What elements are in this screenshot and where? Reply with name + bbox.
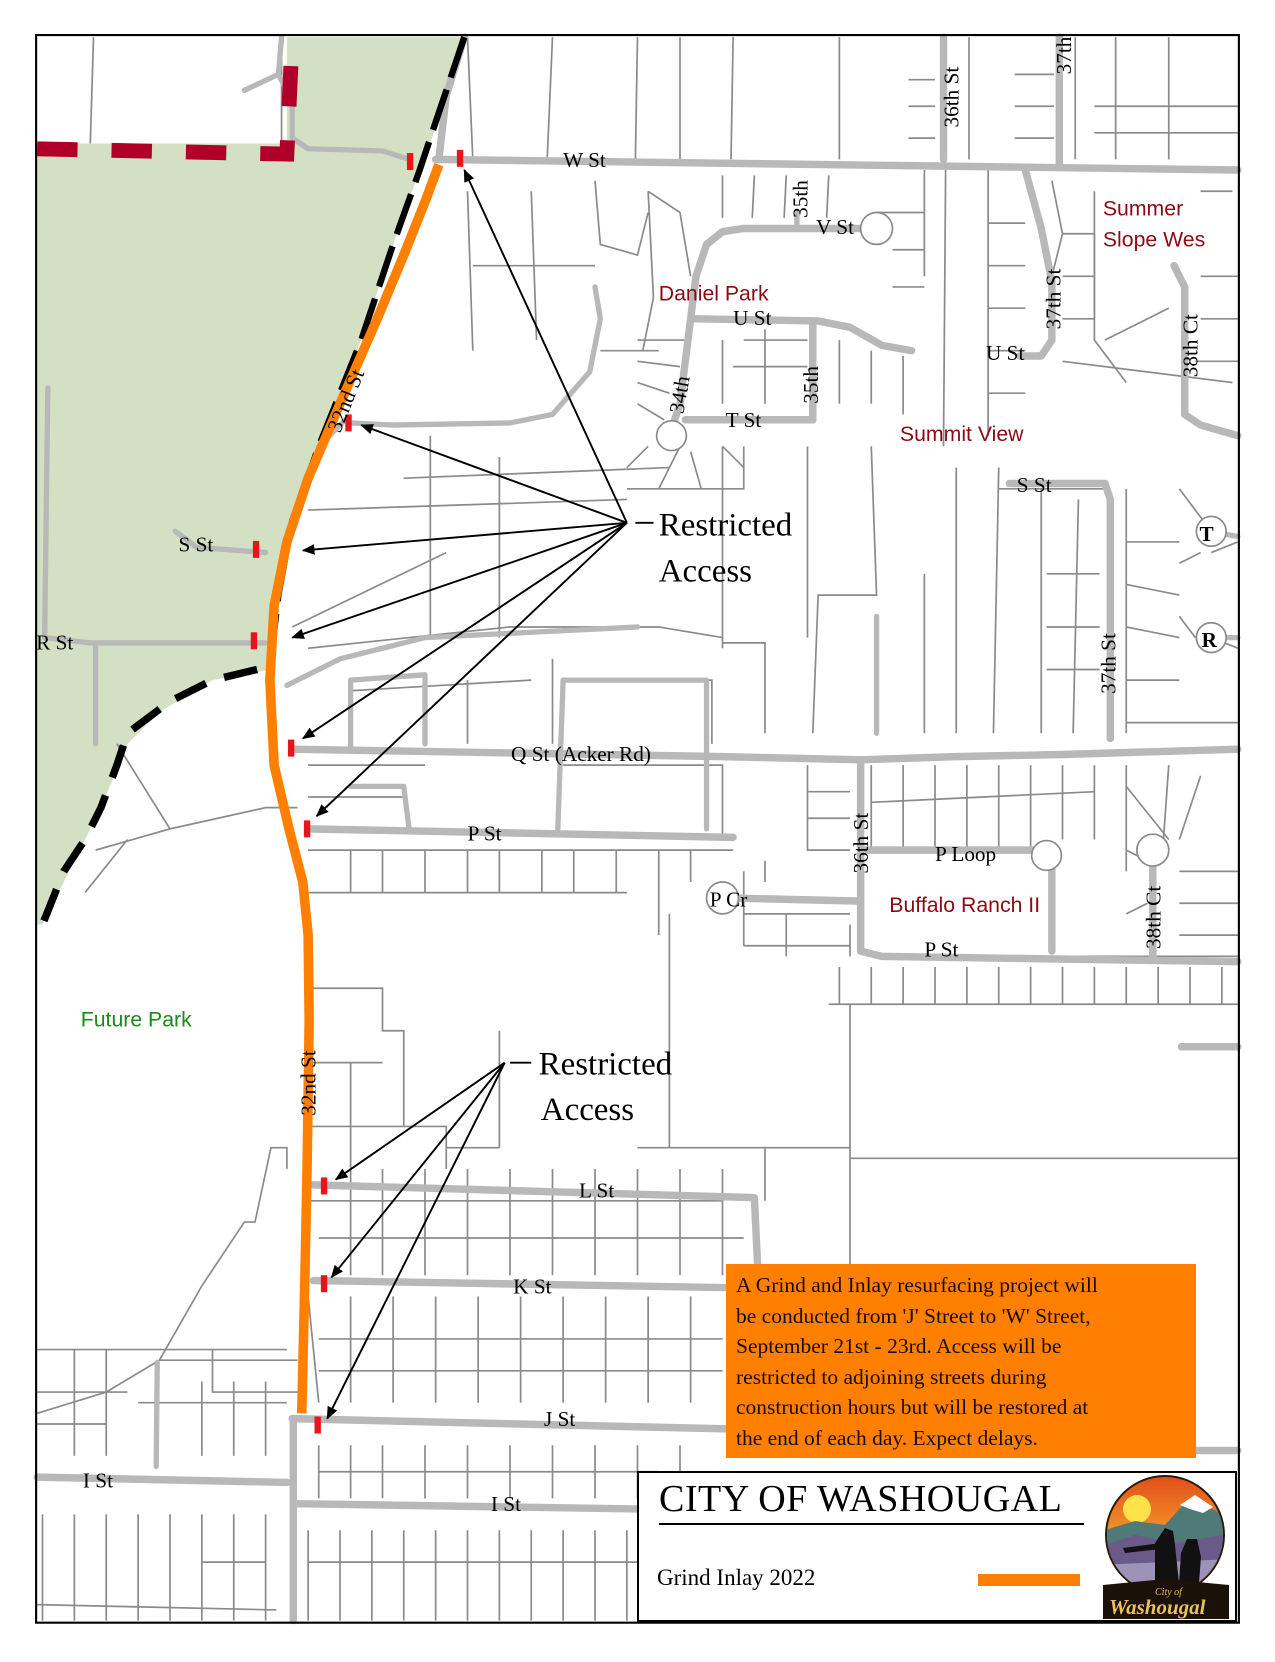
area-label-summer-slope-2: Slope Wes <box>1103 228 1205 252</box>
street-label-t-st: T St <box>726 408 762 432</box>
callout-south-line2: Access <box>541 1092 634 1128</box>
street-label-36th-st-north: 36th St <box>939 67 963 128</box>
street-label-s-st-east: S St <box>1017 473 1052 497</box>
logo-city-of: City of <box>1155 1587 1183 1598</box>
street-label-w-st: W St <box>563 148 606 172</box>
street-label-35th-north: 35th <box>789 180 813 218</box>
logo-washougal: Washougal <box>1109 1595 1206 1619</box>
street-label-35th-south: 35th <box>799 366 823 404</box>
area-label-buffalo-ranch: Buffalo Ranch II <box>889 893 1040 917</box>
street-label-38th-ct-south: 38th Ct <box>1141 886 1165 949</box>
street-label-32nd-st-south: 32nd St <box>297 1050 321 1116</box>
street-label-36th-st-south: 36th St <box>849 813 873 874</box>
notice-line: the end of each day. Expect delays. <box>736 1425 1038 1450</box>
city-limits-boundary <box>37 36 300 162</box>
legend-swatch-grind-inlay <box>978 1574 1080 1586</box>
street-label-i-st-west: I St <box>83 1469 113 1493</box>
notice-line: be conducted from 'J' Street to 'W' Stre… <box>736 1303 1091 1328</box>
street-label-p-st: P St <box>468 822 502 846</box>
area-label-summit-view: Summit View <box>900 422 1024 446</box>
city-logo-icon: City of Washougal <box>1103 1475 1229 1619</box>
park-area <box>37 37 465 925</box>
notice-line: A Grind and Inlay resurfacing project wi… <box>736 1273 1098 1297</box>
callout-south-line1: Restricted <box>539 1046 673 1082</box>
roads <box>33 33 1242 1625</box>
legend-title: CITY OF WASHOUGAL <box>659 1478 1063 1520</box>
notice-line: September 21st - 23rd. Access will be <box>736 1334 1062 1358</box>
notice-line: restricted to adjoining streets during <box>736 1364 1047 1389</box>
street-label-p-st-east: P St <box>924 937 958 961</box>
street-label-k-st: K St <box>513 1274 551 1298</box>
project-notice: A Grind and Inlay resurfacing project wi… <box>726 1264 1196 1458</box>
street-label-u-st-east: U St <box>986 341 1024 365</box>
area-label-future-park: Future Park <box>81 1008 192 1032</box>
street-label-j-st: J St <box>544 1407 575 1431</box>
street-label-t-circle: T <box>1200 522 1214 546</box>
street-label-37th-st-mid: 37th St <box>1041 269 1065 330</box>
project-route-32nd-st <box>265 163 444 1414</box>
street-label-34th: 34th <box>664 374 694 416</box>
street-label-37th-north: 37th <box>1052 36 1076 74</box>
area-label-summer-slope-1: Summer <box>1103 197 1183 221</box>
callout-arrows-south <box>326 1061 532 1420</box>
street-label-i-st-east: I St <box>491 1492 521 1516</box>
street-label-q-st: Q St (Acker Rd) <box>511 742 651 766</box>
street-label-38th-ct-north: 38th Ct <box>1178 314 1202 377</box>
area-label-daniel-park: Daniel Park <box>659 282 769 306</box>
street-label-s-st-west: S St <box>179 533 214 557</box>
legend-title-underline <box>659 1523 1084 1525</box>
street-label-p-loop: P Loop <box>935 842 996 866</box>
street-label-l-st: L St <box>579 1179 614 1203</box>
street-label-u-st: U St <box>733 306 771 330</box>
notice-line: construction hours but will be restored … <box>736 1395 1089 1419</box>
street-label-37th-st-south: 37th St <box>1097 633 1121 694</box>
legend-item-label: Grind Inlay 2022 <box>657 1565 816 1590</box>
street-label-p-cr: P Cr <box>710 887 748 911</box>
callout-north-line2: Access <box>659 553 752 589</box>
callout-north-line1: Restricted <box>659 508 793 544</box>
access-barriers <box>250 149 464 1434</box>
street-label-v-st: V St <box>816 215 854 239</box>
map-frame <box>35 34 1240 1624</box>
street-label-r-st: R St <box>36 630 73 654</box>
callout-arrows-north <box>291 169 654 817</box>
street-label-r-circle: R <box>1202 628 1218 652</box>
